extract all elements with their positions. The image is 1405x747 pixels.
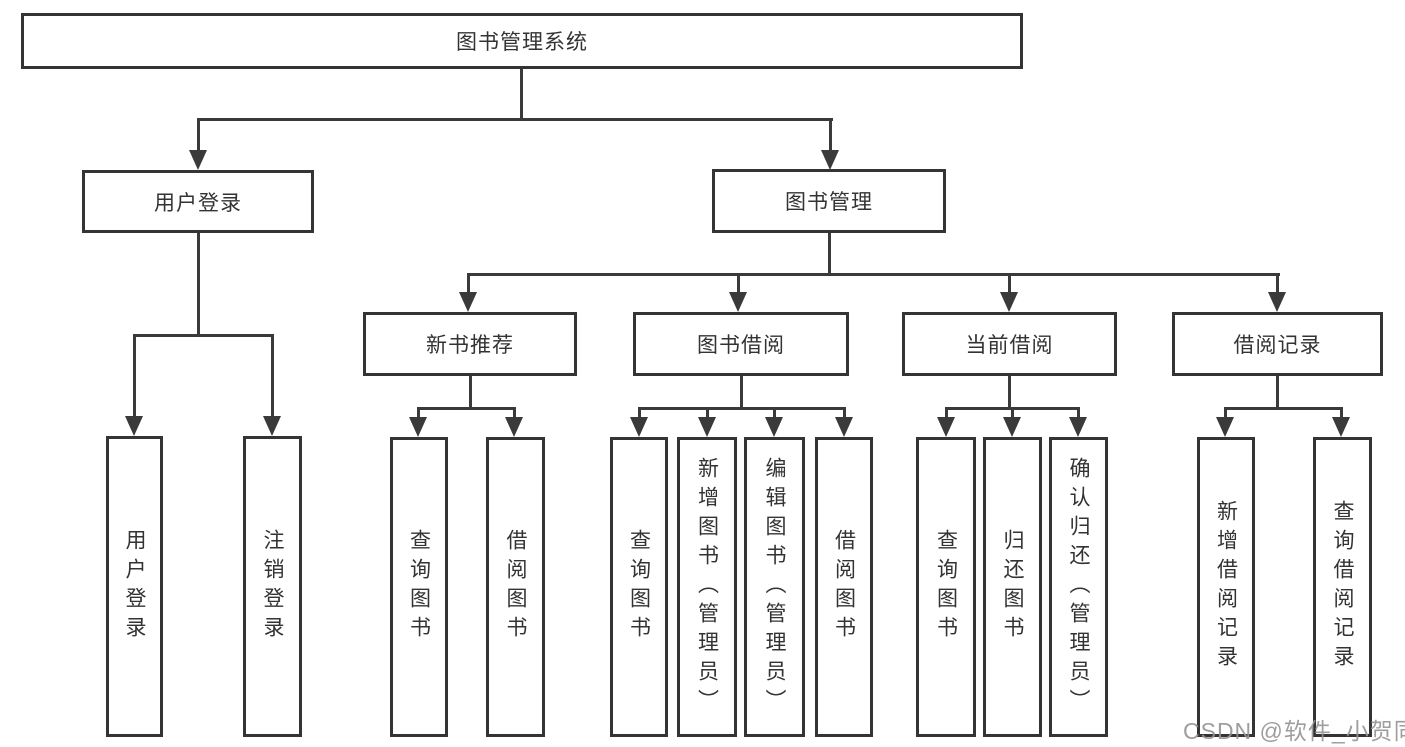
connector-cb-return-drop (1011, 407, 1014, 421)
node-label: 借阅记录 (1233, 334, 1322, 357)
connector-current-borrow-stub (1008, 376, 1011, 410)
leaf-current-return-book: 归还图书 (983, 437, 1042, 737)
arrowhead-borrow-record (1268, 292, 1286, 312)
leaf-label: 用户登录 (123, 528, 146, 645)
node-book-borrow: 图书借阅 (633, 312, 849, 376)
arrowhead-bb-borrow (835, 417, 853, 437)
leaf-record-add-borrow-record: 新增借阅记录 (1197, 437, 1255, 737)
arrowhead-bb-query (630, 417, 648, 437)
leaf-borrow-add-book-admin: 新增图书（管理员） (677, 437, 737, 737)
connector-cb-query-drop (945, 407, 948, 421)
leaf-label: 确认归还（管理员） (1067, 456, 1090, 718)
connector-book-borrow-drop (737, 273, 740, 294)
connector-bb-query-drop (638, 407, 641, 421)
connector-level3-rail (467, 273, 1280, 276)
leaf-recommend-query-book: 查询图书 (390, 437, 448, 737)
connector-borrow-record-rail (1224, 407, 1343, 410)
leaf-borrow-borrow-book: 借阅图书 (815, 437, 873, 737)
connector-borrow-record-stub (1276, 376, 1279, 410)
node-label: 新书推荐 (426, 334, 514, 357)
connector-level2-rail (197, 118, 833, 121)
arrowhead-cb-return (1003, 417, 1021, 437)
leaf-borrow-edit-book-admin: 编辑图书（管理员） (744, 437, 805, 737)
arrowhead-bb-add (698, 417, 716, 437)
connector-user-login-drop (197, 118, 200, 154)
arrowhead-new-book (459, 292, 477, 312)
node-label: 图书借阅 (697, 334, 785, 357)
arrowhead-cb-confirm (1069, 417, 1087, 437)
arrowhead-leaf-logout (263, 416, 281, 436)
leaf-label: 查询图书 (407, 529, 431, 645)
leaf-label: 注销登录 (261, 528, 284, 645)
connector-book-management-stub (828, 233, 831, 276)
leaf-record-query-borrow-record: 查询借阅记录 (1313, 437, 1372, 737)
connector-book-borrow-rail (638, 407, 846, 410)
arrowhead-cb-query (937, 417, 955, 437)
connector-cb-confirm-drop (1077, 407, 1080, 421)
connector-new-book-drop (467, 273, 470, 294)
connector-root-stub (520, 69, 523, 121)
leaf-label: 新增借阅记录 (1214, 500, 1238, 674)
node-label: 图书管理 (785, 191, 873, 214)
node-label: 图书管理系统 (456, 31, 588, 54)
node-book-management: 图书管理 (712, 169, 946, 233)
leaf-label: 查询图书 (934, 529, 958, 645)
connector-br-query-drop (1340, 407, 1343, 421)
connector-br-add-drop (1224, 407, 1227, 421)
arrowhead-book-management (821, 150, 839, 170)
connector-leaf-login-drop (133, 334, 136, 418)
connector-nb-query-drop (417, 407, 420, 421)
leaf-label: 查询借阅记录 (1331, 500, 1354, 674)
connector-bb-edit-drop (773, 407, 776, 421)
leaf-label: 借阅图书 (832, 529, 856, 645)
arrowhead-bb-edit (765, 417, 783, 437)
arrowhead-nb-query (409, 417, 427, 437)
arrowhead-nb-borrow (505, 417, 523, 437)
connector-new-book-rail (417, 407, 516, 410)
leaf-recommend-borrow-book: 借阅图书 (486, 437, 545, 737)
connector-book-management-drop (829, 118, 832, 154)
arrowhead-leaf-login (125, 416, 143, 436)
leaf-label: 新增图书（管理员） (695, 456, 719, 718)
leaf-current-confirm-return-admin: 确认归还（管理员） (1049, 437, 1108, 737)
connector-borrow-record-drop (1276, 273, 1279, 294)
node-label: 用户登录 (154, 191, 242, 215)
connector-leaf-logout-drop (271, 334, 274, 418)
connector-bb-borrow-drop (843, 407, 846, 421)
connector-nb-borrow-drop (513, 407, 516, 421)
node-user-login: 用户登录 (82, 170, 314, 233)
leaf-label: 编辑图书（管理员） (763, 456, 786, 718)
leaf-label: 归还图书 (1001, 529, 1024, 645)
arrowhead-br-query (1332, 417, 1350, 437)
arrowhead-user-login (189, 150, 207, 170)
connector-new-book-stub (469, 376, 472, 410)
leaf-label: 查询图书 (627, 529, 651, 645)
connector-user-login-stub (197, 233, 200, 337)
csdn-watermark: CSDN @软件_小贺同学 (1183, 718, 1405, 744)
arrowhead-current-borrow (1000, 292, 1018, 312)
leaf-label: 借阅图书 (504, 529, 527, 645)
leaf-user-login: 用户登录 (106, 436, 163, 737)
node-borrow-record: 借阅记录 (1172, 312, 1383, 376)
connector-bb-add-drop (706, 407, 709, 421)
arrowhead-book-borrow (729, 292, 747, 312)
leaf-borrow-query-book: 查询图书 (610, 437, 668, 737)
node-new-book-recommend: 新书推荐 (363, 312, 577, 376)
connector-book-borrow-stub (740, 376, 743, 410)
connector-current-borrow-drop (1008, 273, 1011, 294)
leaf-logout: 注销登录 (243, 436, 302, 737)
node-label: 当前借阅 (965, 334, 1054, 357)
node-current-borrow: 当前借阅 (902, 312, 1117, 376)
node-library-management-system: 图书管理系统 (21, 13, 1023, 69)
arrowhead-br-add (1216, 417, 1234, 437)
leaf-current-query-book: 查询图书 (916, 437, 976, 737)
connector-user-login-rail (133, 334, 274, 337)
